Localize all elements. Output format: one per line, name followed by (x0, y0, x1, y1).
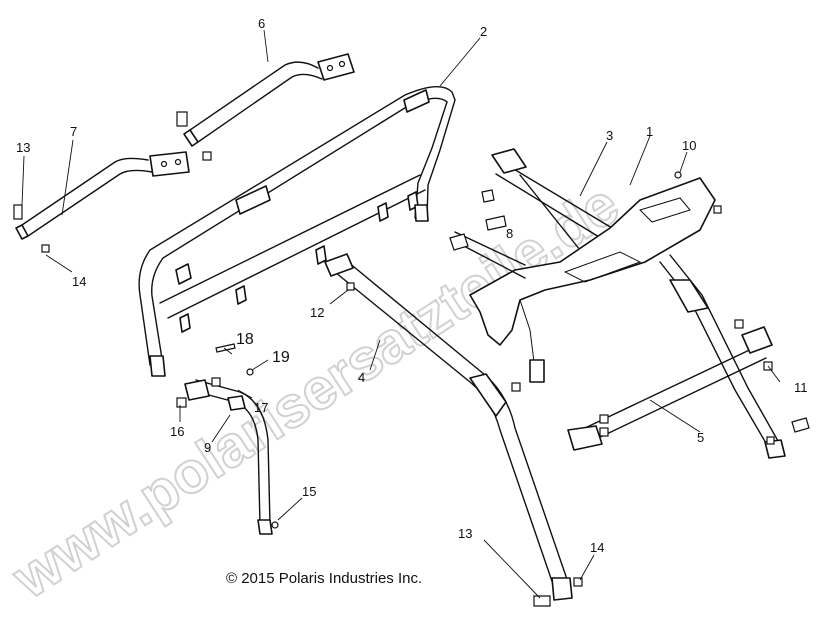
callout-4: 4 (358, 370, 365, 385)
callout-6: 6 (258, 16, 265, 31)
rear-legs (454, 231, 783, 451)
hardware (13, 111, 810, 607)
callout-7: 7 (70, 124, 77, 139)
callout-12: 12 (310, 305, 324, 320)
part-6-upper-tube (183, 53, 355, 147)
callout-3: 3 (606, 128, 613, 143)
callout-9: 9 (204, 440, 211, 455)
callouts: 1 2 3 4 5 6 7 8 9 10 11 12 13 13 14 14 1… (16, 16, 808, 555)
callout-15: 15 (302, 484, 316, 499)
part-5-lower-crossbar (567, 326, 786, 459)
part-3-rear-crossbar (491, 148, 613, 251)
callout-17: 17 (254, 400, 268, 415)
callout-14-bottom: 14 (590, 540, 604, 555)
callout-11: 11 (794, 380, 808, 395)
part-7-side-tube (15, 151, 190, 240)
part-1-center-bracket (469, 177, 716, 383)
callout-18: 18 (236, 331, 254, 348)
copyright-text: © 2015 Polaris Industries Inc. (226, 570, 422, 587)
callout-5: 5 (697, 430, 704, 445)
part-2-front-hoop (138, 86, 456, 377)
callout-10: 10 (682, 138, 696, 153)
leader-lines (21, 29, 781, 599)
callout-2: 2 (480, 24, 487, 39)
watermark-text: www.polarisersatzteile.de (1, 171, 630, 611)
part-4-pillar-tube (324, 253, 573, 601)
callout-14-top: 14 (72, 274, 86, 289)
callout-8: 8 (506, 226, 513, 241)
callout-19: 19 (272, 349, 290, 366)
part-9-lower-bracket (184, 379, 273, 535)
callout-13-top: 13 (16, 140, 30, 155)
callout-1: 1 (646, 124, 653, 139)
callout-16: 16 (170, 424, 184, 439)
callout-13-bottom: 13 (458, 526, 472, 541)
